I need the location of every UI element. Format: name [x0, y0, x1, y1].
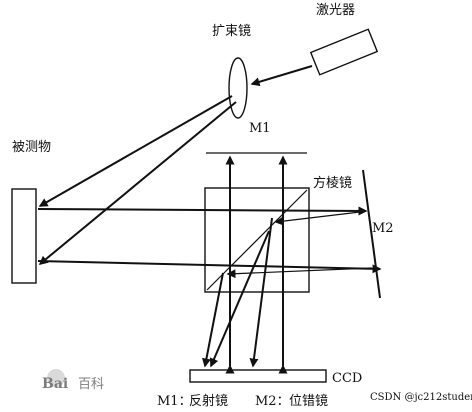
- m2-label: M2: [372, 221, 394, 236]
- ccd-detector: [189, 369, 327, 383]
- beam-return-from-m2: [274, 211, 361, 226]
- laser-label: 激光器: [316, 3, 355, 18]
- baike-watermark: Bai 百科: [42, 369, 104, 392]
- beam-object-to-m2-lower: [37, 260, 382, 274]
- caption-m2-key: M2：: [255, 394, 290, 409]
- beam-lens-to-object-lower: [38, 101, 237, 265]
- beam-expander-lens: [228, 57, 248, 119]
- caption-m2-name: 位错镜: [289, 394, 328, 409]
- beam-expander-label: 扩束镜: [212, 24, 251, 39]
- caption: M1： 反射镜 M2： 位错镜: [157, 393, 328, 409]
- beam-reflected-3: [209, 230, 270, 368]
- object-label: 被测物: [12, 140, 51, 155]
- prism-label: 方棱镜: [313, 175, 352, 191]
- baike-watermark-text: Bai: [42, 376, 68, 392]
- m1-label: M1: [249, 121, 271, 136]
- csdn-credit-watermark: CSDN @jc212student: [370, 392, 472, 403]
- beam-reflected-1: [202, 272, 224, 368]
- ccd-label: CCD: [332, 371, 362, 386]
- beam-laser-to-lens: [250, 65, 313, 87]
- beam-return-from-m2-lower: [226, 267, 373, 279]
- beam-reflected-2: [249, 217, 273, 368]
- m2-mirror: [362, 169, 381, 299]
- beam-object-to-m2-upper: [37, 206, 368, 216]
- beam-lens-to-object-upper: [38, 95, 233, 207]
- caption-m1-key: M1：: [157, 394, 192, 409]
- caption-m1-name: 反射镜: [189, 393, 228, 409]
- object-block: [11, 188, 37, 284]
- paw-logo-icon: [47, 369, 65, 387]
- baike-watermark-suffix: 百科: [78, 377, 104, 392]
- laser: [309, 28, 379, 76]
- beam-paths: [37, 65, 382, 374]
